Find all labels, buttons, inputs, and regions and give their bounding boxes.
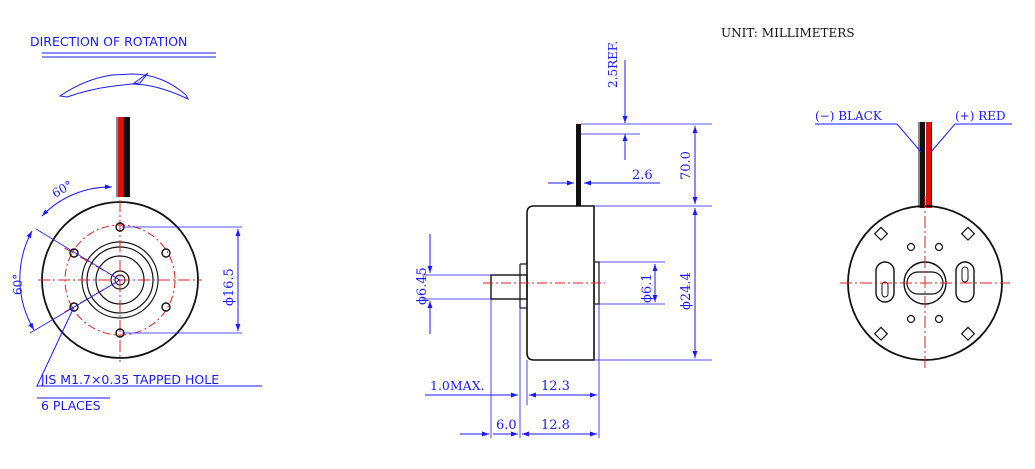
side-lead (576, 124, 581, 206)
rotation-arrow-icon (58, 72, 190, 101)
angle-left: 60° (11, 274, 25, 295)
rotation-title: DIRECTION OF ROTATION (30, 34, 187, 49)
black-wire (124, 117, 129, 197)
shaft-diameter: ϕ6.45 (415, 267, 430, 305)
body-length-outer: 12.8 (541, 418, 570, 433)
tapped-hole-note-1: JIS M1.7×0.35 TAPPED HOLE (40, 372, 219, 387)
lead-spacing: 2.6 (632, 168, 653, 183)
shaft-length: 6.0 (496, 418, 517, 433)
pitch-diameter: ϕ16.5 (222, 268, 237, 306)
lead-length: 70.0 (679, 151, 694, 180)
boss-diameter: ϕ6.1 (640, 273, 655, 303)
negative-lead-label: (−) BLACK (815, 109, 883, 123)
body-length-inner: 12.3 (541, 379, 570, 394)
boss-height: 1.0MAX. (430, 378, 485, 393)
rear-black-wire (920, 122, 925, 208)
rear-view: (−) BLACK (+) RED (815, 109, 1012, 370)
angle-top: 60° (50, 178, 75, 201)
side-body-outline (526, 205, 595, 361)
tapped-hole-note-2: 6 PLACES (41, 398, 101, 413)
rotation-indicator: DIRECTION OF ROTATION (30, 34, 216, 101)
front-view: 60° 60° ϕ16.5 JIS M1.7×0.35 TAPPED HOLE … (11, 117, 262, 413)
unit-label: UNIT: MILLIMETERS (721, 26, 855, 40)
red-wire (118, 117, 123, 197)
side-view: 2.5REF. 70.0 2.6 ϕ24.4 ϕ6.1 ϕ6.45 (415, 41, 712, 438)
positive-lead-label: (+) RED (955, 109, 1006, 123)
body-diameter: ϕ24.4 (679, 272, 694, 310)
lead-offset: 2.5REF. (606, 41, 620, 88)
rear-red-wire (926, 122, 931, 208)
side-shaft (490, 274, 528, 300)
